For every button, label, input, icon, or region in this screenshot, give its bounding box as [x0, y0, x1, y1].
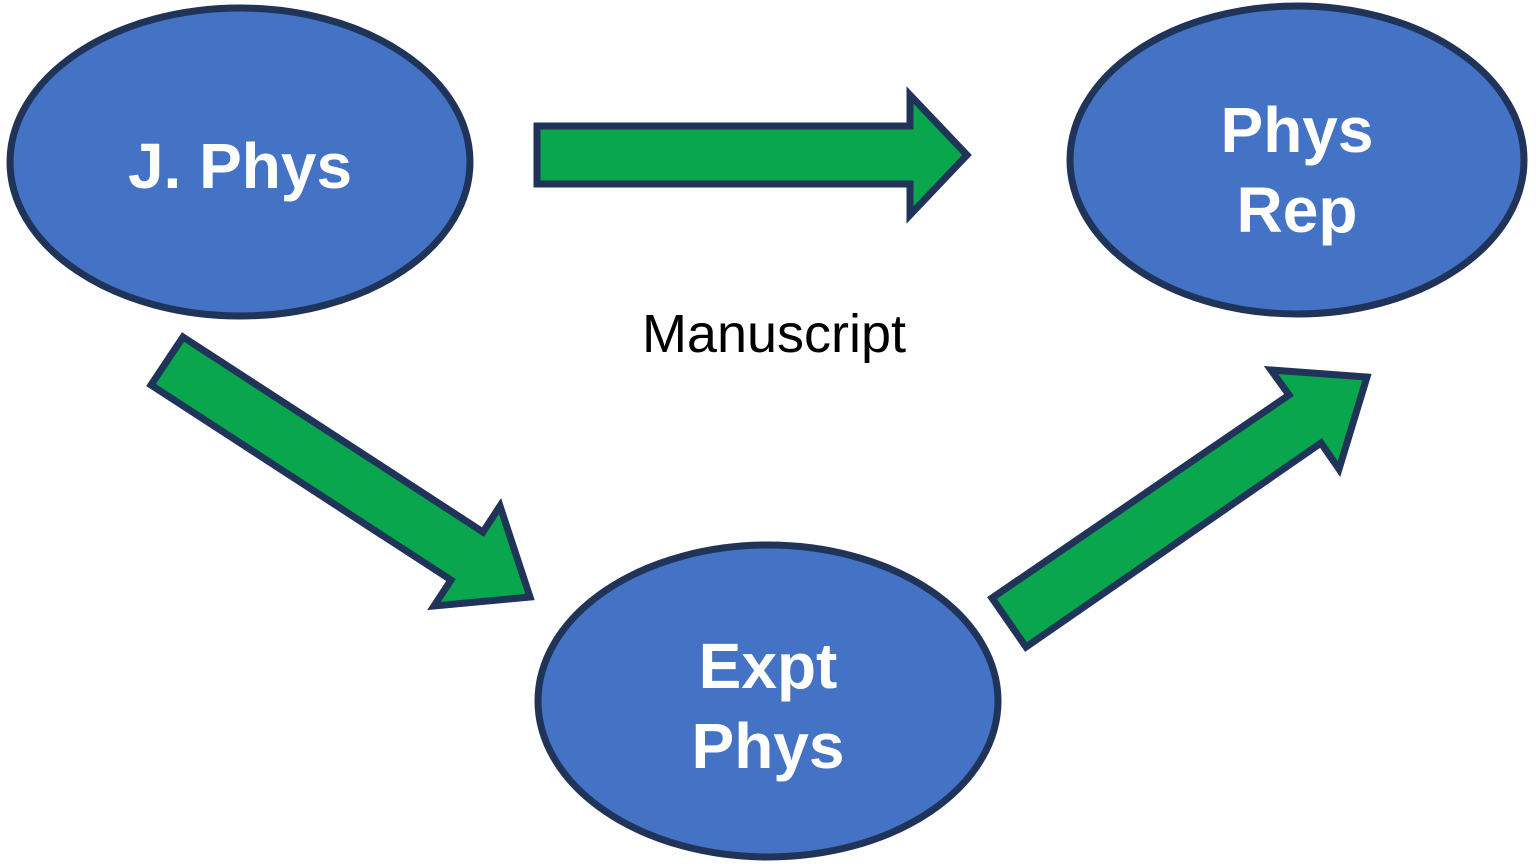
arrow-j-phys-to-phys-rep — [533, 86, 972, 224]
node-expt-phys-label-line1: Expt — [699, 630, 838, 702]
node-expt-phys — [534, 541, 1002, 861]
node-j-phys — [6, 4, 474, 320]
node-phys-rep — [1066, 2, 1528, 318]
arrow-j-phys-to-expt-phys — [146, 332, 535, 611]
node-j-phys-label: J. Phys — [128, 130, 352, 202]
manuscript-label: Manuscript — [642, 304, 906, 364]
node-expt-phys-label-line2: Phys — [692, 710, 845, 782]
node-phys-rep-label-line1: Phys — [1221, 94, 1374, 166]
arrow-expt-phys-to-phys-rep — [987, 365, 1372, 652]
node-phys-rep-label-line2: Rep — [1237, 174, 1358, 246]
